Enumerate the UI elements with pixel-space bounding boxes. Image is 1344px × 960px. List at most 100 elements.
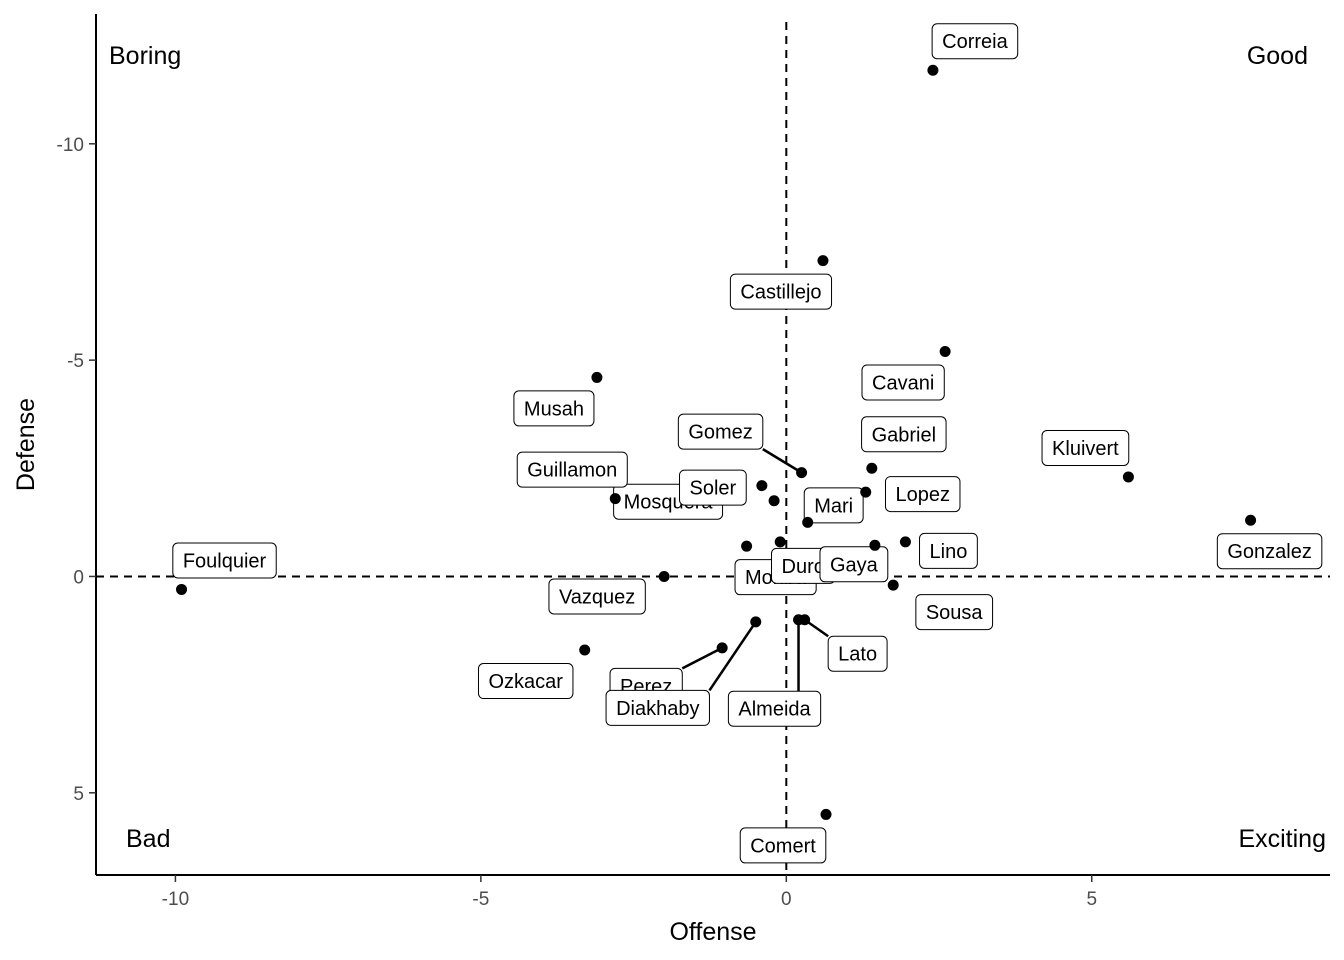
data-point bbox=[793, 614, 805, 626]
y-tick-label: 0 bbox=[73, 567, 84, 588]
point-label-box bbox=[727, 690, 822, 727]
y-tick-label: 5 bbox=[73, 784, 84, 805]
data-point bbox=[716, 642, 728, 654]
data-point bbox=[176, 583, 188, 595]
quadrant-label-exciting: Exciting bbox=[1238, 825, 1326, 853]
point-label-text: Lino bbox=[930, 541, 968, 563]
x-tick-label: -5 bbox=[472, 889, 489, 910]
point-label-text: Lato bbox=[838, 644, 877, 666]
point-label: Mari bbox=[803, 487, 864, 524]
data-point bbox=[860, 486, 872, 498]
point-label-text: Foulquier bbox=[183, 550, 267, 572]
point-label-text: Lopez bbox=[895, 484, 950, 506]
point-label-box bbox=[1216, 533, 1323, 570]
point-label: Duro bbox=[771, 547, 836, 584]
x-tick-label: 5 bbox=[1086, 889, 1097, 910]
point-label: Gomez bbox=[677, 413, 803, 474]
point-label-box bbox=[803, 487, 864, 524]
point-label: Guillamon bbox=[516, 451, 628, 488]
data-point bbox=[899, 536, 911, 548]
point-label-text: Gaya bbox=[830, 554, 879, 576]
point-label-box bbox=[513, 390, 595, 427]
data-point bbox=[774, 536, 786, 548]
point-label-box bbox=[605, 689, 710, 726]
point-label: Gaya bbox=[819, 546, 889, 583]
point-label: Lino bbox=[919, 532, 978, 569]
point-label: Gonzalez bbox=[1216, 533, 1323, 570]
data-point bbox=[887, 579, 899, 591]
data-point bbox=[609, 493, 621, 505]
y-tick-label: -5 bbox=[67, 351, 84, 372]
data-point bbox=[768, 495, 780, 507]
point-label-box bbox=[172, 542, 277, 579]
data-point bbox=[741, 540, 753, 552]
label-leader-line bbox=[708, 621, 757, 692]
data-point bbox=[756, 480, 768, 492]
point-label-box bbox=[819, 546, 889, 583]
y-tick-label: -10 bbox=[57, 135, 84, 156]
data-point bbox=[658, 570, 670, 582]
point-label-box bbox=[861, 364, 945, 401]
point-label: Almeida bbox=[727, 619, 822, 727]
quadrant-label-bad: Bad bbox=[126, 825, 170, 853]
point-label-text: Comert bbox=[750, 835, 816, 857]
point-label: Castillejo bbox=[729, 273, 833, 310]
quadrant-label-boring: Boring bbox=[109, 42, 181, 70]
x-tick-label: -10 bbox=[162, 889, 189, 910]
point-label-box bbox=[915, 594, 994, 631]
data-point bbox=[869, 539, 881, 551]
point-label-box bbox=[931, 23, 1019, 60]
data-point bbox=[796, 467, 808, 479]
point-label-text: Ozkacar bbox=[488, 671, 563, 693]
point-label-box bbox=[1041, 429, 1130, 466]
point-label-text: Cavani bbox=[872, 372, 934, 394]
point-label-text: Musah bbox=[524, 398, 584, 420]
point-label-text: Sousa bbox=[926, 602, 984, 624]
point-label-box bbox=[919, 532, 978, 569]
point-label: Diakhaby bbox=[605, 621, 757, 726]
data-point bbox=[866, 462, 878, 474]
point-label-box bbox=[884, 476, 961, 513]
data-point bbox=[591, 371, 603, 383]
point-label-box bbox=[861, 416, 947, 453]
point-label-box bbox=[477, 663, 574, 700]
point-label-box bbox=[677, 413, 764, 450]
point-label-text: Castillejo bbox=[740, 282, 821, 304]
y-axis-title: Defense bbox=[12, 398, 40, 491]
point-label: Gabriel bbox=[861, 416, 947, 453]
point-label-text: Mari bbox=[814, 495, 853, 517]
quadrant-label-good: Good bbox=[1247, 42, 1308, 70]
label-leader-line bbox=[762, 448, 803, 474]
point-label: Vazquez bbox=[548, 578, 646, 615]
point-label-box bbox=[729, 273, 833, 310]
point-label-text: Almeida bbox=[738, 699, 811, 721]
data-point bbox=[927, 64, 939, 76]
data-point bbox=[802, 516, 814, 528]
point-label-text: Correia bbox=[942, 31, 1008, 53]
point-label-box bbox=[516, 451, 628, 488]
point-label-text: Soler bbox=[690, 478, 737, 500]
point-label: Comert bbox=[739, 827, 827, 864]
data-point bbox=[579, 644, 591, 656]
point-label-text: Vazquez bbox=[559, 586, 635, 608]
point-label: Soler bbox=[679, 469, 747, 506]
point-label: Kluivert bbox=[1041, 429, 1130, 466]
point-label: Lato bbox=[803, 618, 888, 672]
point-label-text: Gabriel bbox=[872, 424, 936, 446]
data-point bbox=[1245, 514, 1257, 526]
data-point bbox=[1122, 471, 1134, 483]
point-label-text: Gonzalez bbox=[1227, 541, 1312, 563]
points bbox=[176, 64, 1257, 820]
data-point bbox=[817, 255, 829, 267]
plot-area bbox=[96, 22, 1330, 875]
point-label: Ozkacar bbox=[477, 663, 574, 700]
point-label: Foulquier bbox=[172, 542, 277, 579]
point-label: Lopez bbox=[884, 476, 961, 513]
x-axis-title: Offense bbox=[669, 918, 756, 946]
point-label: Cavani bbox=[861, 364, 945, 401]
point-label-text: Diakhaby bbox=[616, 698, 699, 720]
label-leader-line bbox=[681, 646, 723, 670]
